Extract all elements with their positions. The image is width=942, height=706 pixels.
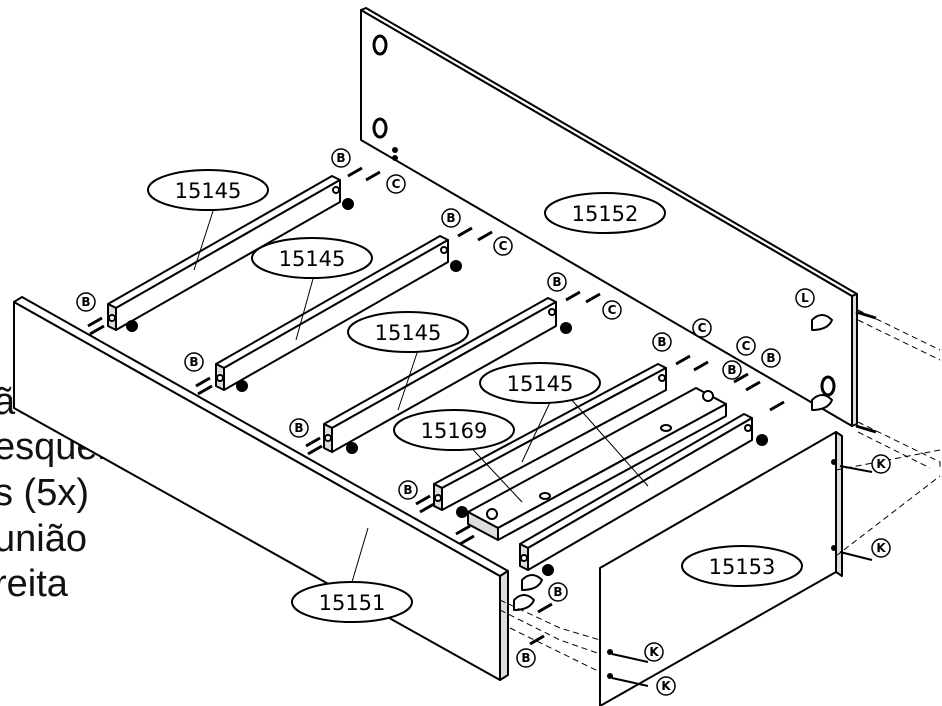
label-center-bar-text: 15169 [421,419,488,443]
label-rail-1-text: 15145 [175,179,242,203]
callout-l-1: L [795,288,815,308]
svg-text:B: B [553,585,562,599]
svg-text:B: B [81,295,90,309]
svg-text:B: B [403,483,412,497]
svg-text:C: C [499,239,508,253]
label-rail-3-text: 15145 [375,321,442,345]
svg-text:B: B [727,363,736,377]
callout-b-3: B [441,208,461,228]
callout-k-1: K [871,454,891,474]
callout-b-8: B [761,348,781,368]
svg-text:B: B [336,151,345,165]
label-side-panel: 15153 [681,545,803,587]
callout-c-3: C [602,300,622,320]
callout-c-2: C [493,236,513,256]
svg-text:B: B [189,355,198,369]
instruction-line-4: união [0,518,87,560]
svg-text:C: C [742,339,751,353]
instruction-line-3: s (5x) [0,472,89,514]
callout-c-4: C [692,318,712,338]
svg-text:K: K [649,645,659,659]
callout-k-2: K [871,538,891,558]
label-rail-4-text: 15145 [507,372,574,396]
screws [611,465,873,687]
center-bar [467,387,727,541]
svg-text:C: C [608,303,617,317]
svg-text:B: B [657,335,666,349]
rail-3 [323,297,572,454]
label-back-panel-text: 15152 [572,202,639,226]
svg-text:B: B [294,421,303,435]
svg-text:K: K [661,679,671,693]
svg-text:B: B [766,351,775,365]
svg-text:B: B [446,211,455,225]
rail-5 [519,413,768,576]
callout-c-1: C [386,174,406,194]
leader-lines [193,207,649,583]
callout-k-3: K [644,642,664,662]
cam-fittings [513,314,833,611]
callout-b-1: B [76,292,96,312]
label-rail-2: 15145 [251,237,373,279]
rail-1 [107,175,354,332]
callout-k-4: K [656,676,676,696]
svg-text:B: B [552,275,561,289]
svg-text:K: K [876,541,886,555]
label-rail-2-text: 15145 [279,247,346,271]
svg-text:C: C [392,177,401,191]
svg-text:K: K [876,457,886,471]
callout-b-9: B [722,360,742,380]
callout-b-7: B [652,332,672,352]
label-front-panel-text: 15151 [319,591,386,615]
callout-b-12: B [516,648,536,668]
dowels [87,166,877,646]
label-back-panel: 15152 [544,192,666,234]
callout-b-5: B [547,272,567,292]
callout-b-2: B [331,148,351,168]
callout-b-4: B [184,352,204,372]
label-rail-1: 15145 [147,169,269,211]
rail-2 [215,235,462,392]
label-front-panel: 15151 [291,581,413,623]
label-side-panel-text: 15153 [709,555,776,579]
callout-c-5: C [736,336,756,356]
svg-text:B: B [521,651,530,665]
label-rail-4: 15145 [479,362,601,404]
rail-4 [433,363,667,518]
label-center-bar: 15169 [393,409,515,451]
svg-text:L: L [801,291,809,305]
svg-text:C: C [698,321,707,335]
callout-b-11: B [548,582,568,602]
instruction-line-5: reita [0,563,68,605]
callout-b-6: B [289,418,309,438]
callout-b-10: B [398,480,418,500]
label-rail-3: 15145 [347,311,469,353]
